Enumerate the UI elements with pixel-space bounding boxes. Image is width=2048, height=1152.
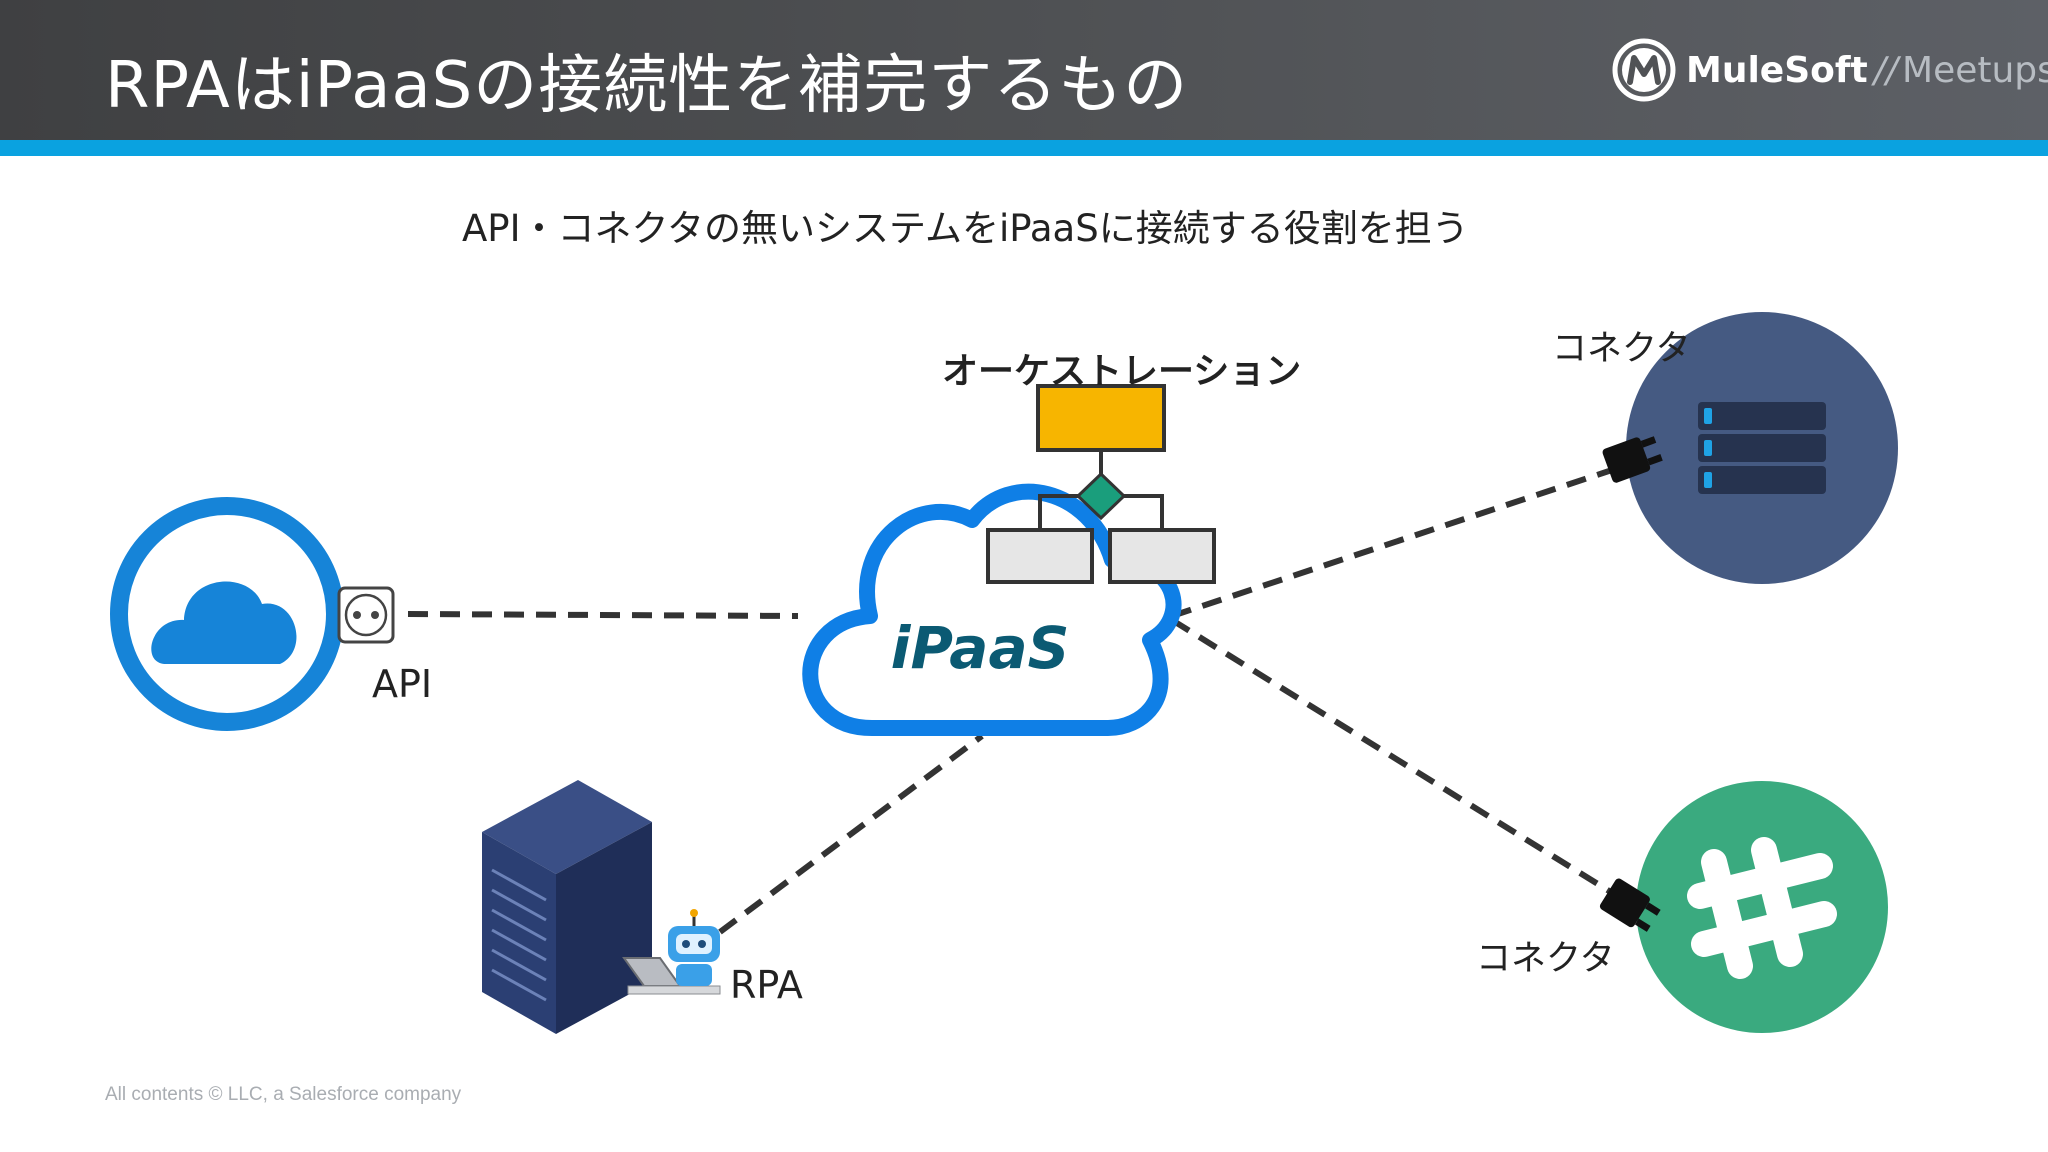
logo-separator: // [1873, 49, 1899, 91]
accent-bar [0, 140, 2048, 156]
cloud-app-icon [110, 497, 344, 731]
mulesoft-logo-icon [1612, 38, 1676, 102]
plug-icon [1602, 436, 1663, 483]
plug-icon [1599, 878, 1661, 932]
slide-subtitle: API・コネクタの無いシステムをiPaaSに接続する役割を担う [462, 207, 1469, 250]
robot-icon [668, 909, 720, 986]
rpa-label: RPA [730, 963, 803, 1007]
slide-title: RPAはiPaaSの接続性を補完するもの [105, 49, 1189, 123]
database-server-icon [1626, 312, 1898, 584]
connection-lines [407, 467, 1616, 935]
api-label: API [372, 662, 433, 706]
slack-connection-line [1170, 617, 1616, 897]
slack-icon [1636, 781, 1888, 1033]
orchestration-label: オーケストレーション [942, 351, 1302, 392]
db-connection-line [1171, 467, 1613, 619]
logo-sub-text: Meetups [1902, 49, 2048, 91]
orchestration-flow-icon [986, 384, 1216, 584]
rpa-connection-line [718, 733, 984, 935]
ipaas-cloud-icon [802, 483, 1182, 736]
footer-copyright: All contents © LLC, a Salesforce company [105, 1084, 462, 1105]
laptop-icon [622, 957, 721, 995]
mulesoft-meetups-logo: MuleSoft // Meetups [1612, 34, 2048, 106]
connector-label-top: コネクタ [1552, 329, 1691, 369]
power-outlet-icon [337, 586, 395, 644]
slide-header: RPAはiPaaSの接続性を補完するもの MuleSoft // Meetups [0, 0, 2048, 140]
logo-brand-text: MuleSoft [1686, 49, 1868, 91]
server-rack-icon [482, 780, 652, 1034]
connector-label-bottom: コネクタ [1476, 939, 1615, 979]
api-connection-line [407, 611, 799, 619]
